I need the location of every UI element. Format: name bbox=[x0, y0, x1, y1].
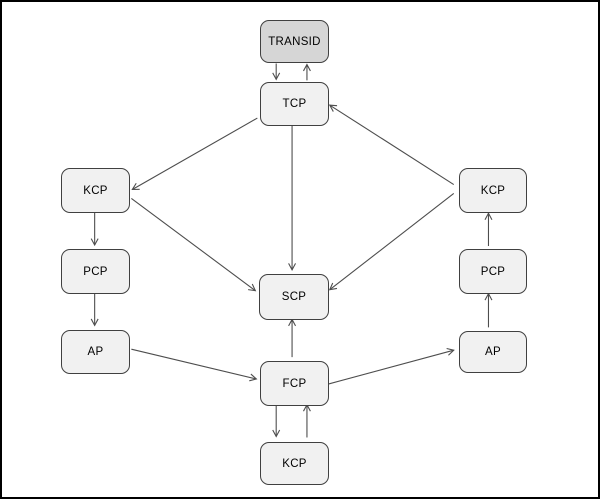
edge-group bbox=[90, 63, 493, 438]
node-pcp-right: PCP bbox=[459, 249, 527, 294]
node-kcp-bottom: KCP bbox=[260, 442, 329, 485]
edge-tcp-to-kcp-left bbox=[131, 117, 258, 191]
node-label: KCP bbox=[282, 457, 307, 470]
edge-kcp-left-to-scp bbox=[131, 197, 257, 292]
node-kcp-left: KCP bbox=[61, 168, 130, 213]
node-label: TRANSID bbox=[268, 35, 321, 48]
node-fcp: FCP bbox=[260, 361, 329, 406]
node-label: KCP bbox=[480, 184, 506, 197]
node-tcp: TCP bbox=[260, 82, 329, 126]
node-ap-right: AP bbox=[459, 331, 527, 373]
node-ap-left: AP bbox=[61, 330, 130, 374]
node-pcp-left: PCP bbox=[61, 249, 130, 294]
edge-ap-left-to-fcp bbox=[131, 348, 258, 382]
edge-kcp-right-to-scp bbox=[328, 193, 455, 291]
node-label: PCP bbox=[83, 265, 108, 278]
node-label: KCP bbox=[83, 184, 108, 197]
edge-fcp-to-ap-right bbox=[328, 347, 455, 385]
node-label: TCP bbox=[282, 98, 307, 110]
node-label: AP bbox=[485, 346, 501, 358]
node-transid: TRANSID bbox=[260, 20, 329, 63]
edge-kcp-right-to-tcp bbox=[328, 104, 455, 185]
node-label: AP bbox=[87, 346, 104, 358]
node-label: PCP bbox=[480, 265, 506, 278]
node-label: FCP bbox=[282, 377, 307, 390]
node-scp: SCP bbox=[259, 274, 329, 320]
node-label: SCP bbox=[281, 291, 307, 303]
node-kcp-right: KCP bbox=[459, 168, 527, 213]
